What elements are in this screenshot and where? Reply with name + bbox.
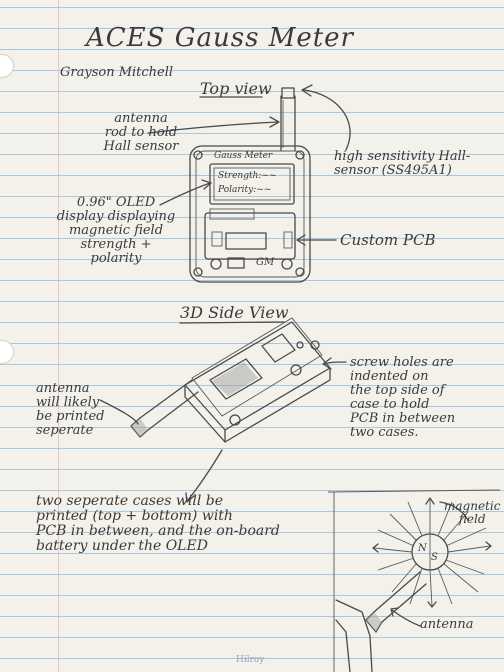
magnetic-field-diagram — [335, 497, 492, 672]
screen-strength: Strength:~~ — [218, 171, 277, 181]
field-antenna-label: antenna — [420, 617, 474, 632]
screen-polarity: Polarity:~~ — [218, 185, 272, 195]
side-view-heading: 3D Side View — [180, 303, 289, 322]
side-antenna-label: antenna will likely be printed seperate — [36, 381, 105, 439]
top-view-heading: Top view — [200, 79, 272, 98]
side-view-device — [130, 317, 331, 443]
north-pole-label: N — [418, 543, 427, 554]
screw-holes-label: screw holes are indented on the top side… — [350, 355, 456, 441]
margin-line — [58, 0, 59, 672]
hall-sensor-label: high sensitivity Hall- sensor (SS495A1) — [334, 149, 471, 179]
pcb-label: Custom PCB — [340, 231, 436, 249]
oled-label: 0.96" OLED display displaying magnetic f… — [56, 195, 176, 267]
page-title: ACES Gauss Meter — [86, 23, 354, 53]
device-header: Gauss Meter — [214, 151, 273, 161]
cases-note: two seperate cases will be printed (top … — [36, 493, 280, 555]
author-name: Grayson Mitchell — [60, 65, 174, 80]
notebook-brand-mark: Hilroy — [236, 655, 265, 665]
antenna-label: antenna rod to hold Hall sensor — [103, 111, 179, 155]
field-label: magnetic field — [444, 499, 501, 526]
south-pole-label: S — [431, 552, 438, 563]
gm-label: GM — [256, 257, 275, 268]
